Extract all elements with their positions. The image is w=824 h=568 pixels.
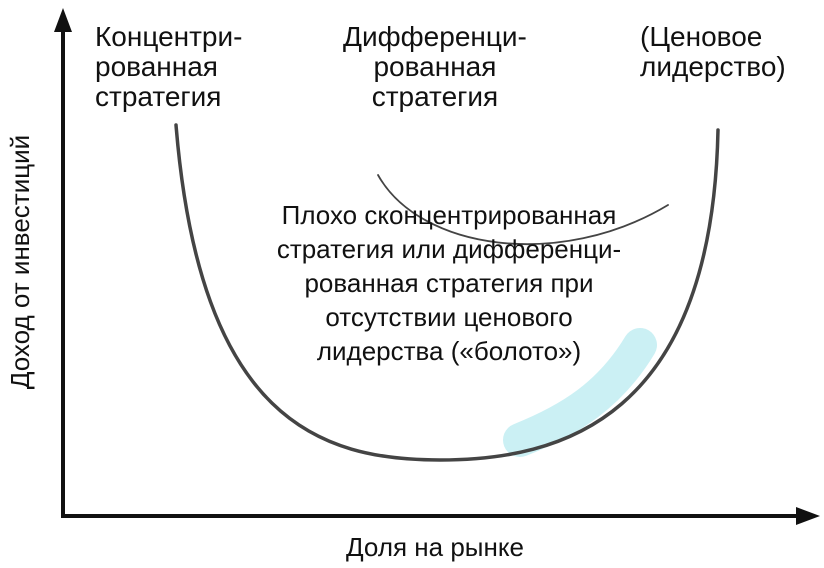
label-cost-leadership: (Ценовое лидерство) <box>640 21 786 82</box>
label-swamp: Плохо сконцентрированная стратегия или д… <box>276 200 622 366</box>
label-differentiated-strategy: Дифференци- рованная стратегия <box>343 21 527 112</box>
y-axis-arrow <box>54 8 72 32</box>
label-concentrated-strategy: Концентри- рованная стратегия <box>95 21 243 112</box>
x-axis-label: Доля на рынке <box>346 532 524 562</box>
y-axis-label: Доход от инвестиций <box>5 134 35 390</box>
u-curve <box>174 123 720 462</box>
curve-highlight <box>503 328 657 457</box>
inner-arc <box>377 174 669 246</box>
x-axis-arrow <box>796 507 820 525</box>
